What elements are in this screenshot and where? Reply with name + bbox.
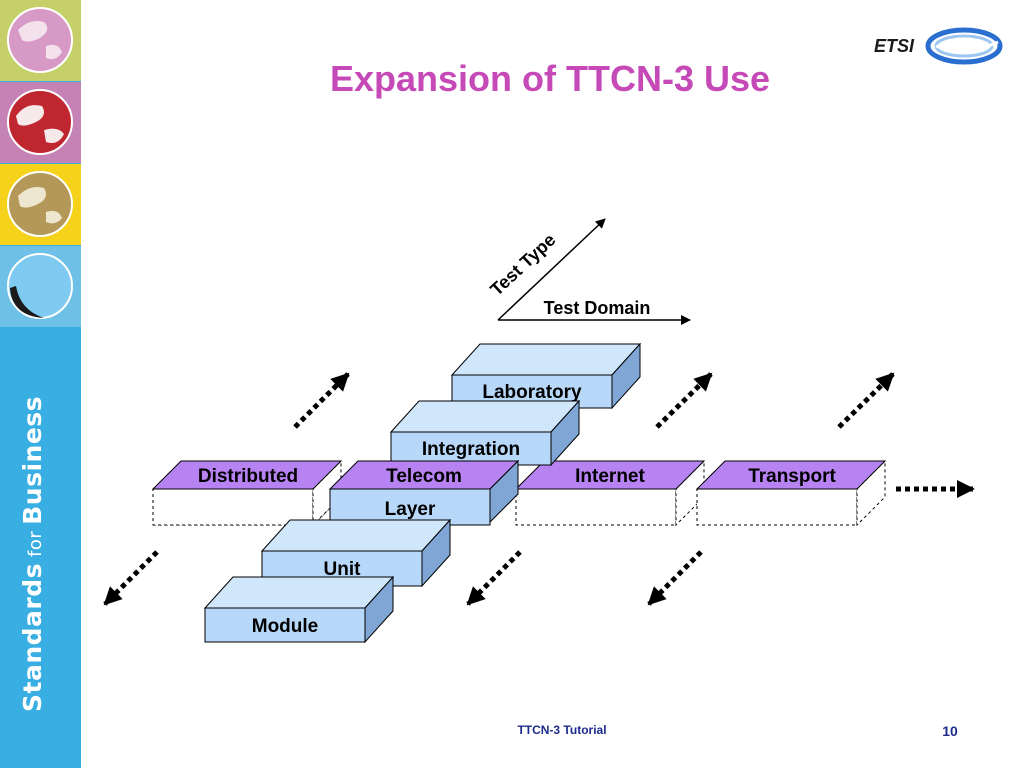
expansion-arrow-up-1 [293,372,350,429]
globe-tile-pink [0,82,81,163]
domain-label-transport: Transport [748,466,836,487]
globe-tile-green [0,0,81,81]
logo-text: ETSI [874,36,915,56]
globe-icon [7,7,73,73]
domain-label-telecom: Telecom [386,466,462,487]
domain-label-distributed: Distributed [198,466,298,487]
test-type-box-layer: Layer [329,488,491,526]
box-label-integration: Integration [422,439,520,460]
test-type-axis [497,218,606,321]
domain-plate-telecom: Telecom [328,459,520,524]
box-label-module: Module [252,616,319,637]
globe-tile-yellow [0,164,81,245]
globe-icon [7,89,73,155]
test-type-box-module: Module [203,575,395,644]
domain-label-internet: Internet [575,466,645,487]
domain-plate-distributed: Distributed [151,459,343,527]
expansion-arrow-down-3 [647,550,703,606]
expansion-arrow-down-2 [466,550,522,606]
test-type-box-unit: Unit [260,518,452,588]
globe-icon [7,171,73,237]
page-number: 10 [942,723,958,739]
footer-text: TTCN-3 Tutorial [517,723,607,737]
globe-tile-blue [0,246,81,327]
expansion-arrow-down-1 [103,550,159,606]
expansion-arrow-up-2 [655,372,713,429]
test-type-axis-label: Test Type [486,230,559,300]
page-title: Expansion of TTCN-3 Use [329,58,771,99]
box-label-laboratory: Laboratory [482,382,582,403]
test-domain-axis-label: Test Domain [544,298,651,318]
expansion-arrow-up-3 [837,372,895,429]
sidebar: StandardsforBusiness [0,0,81,768]
test-type-box-integration: Integration [389,399,581,467]
test-type-box-laboratory: Laboratory [450,342,642,410]
globe-icon [7,253,73,319]
etsi-logo: ETSI [874,27,1003,65]
box-label-unit: Unit [324,559,362,580]
domain-plate-internet: Internet [514,459,706,527]
box-label-layer: Layer [385,499,436,520]
domain-plate-transport: Transport [695,459,887,527]
